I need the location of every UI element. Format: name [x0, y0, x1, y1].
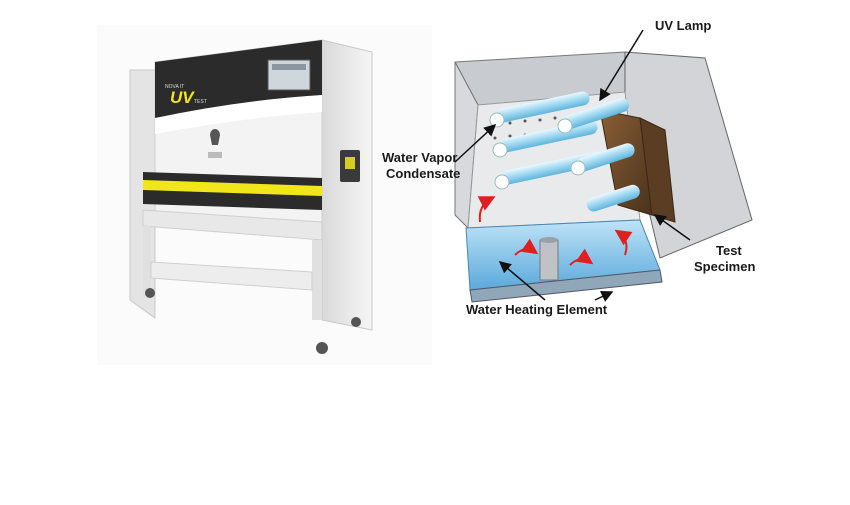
machine-side-wall	[321, 39, 373, 331]
side-indicator	[345, 157, 355, 169]
uv-lamp-tube	[501, 151, 605, 185]
uv-lamp-tube	[586, 184, 640, 212]
lamp-end-cap	[570, 160, 586, 176]
vapor-arrow	[614, 229, 633, 256]
handle-icon	[210, 129, 220, 145]
chamber-diagram	[454, 29, 753, 303]
lamp-end-cap	[494, 174, 510, 190]
caster-wheel	[145, 288, 155, 298]
caster-wheel	[351, 317, 361, 327]
vapor-arrow	[514, 238, 539, 256]
label-test-line1: Test	[716, 243, 742, 258]
test-specimen-panel	[639, 117, 676, 223]
lamp-end-cap	[492, 142, 508, 158]
lamp-end-cap	[557, 118, 573, 134]
uv-lamp-tubes	[489, 91, 640, 241]
brand-small-text: NOVA IT	[165, 84, 184, 90]
uv-lamp-tube	[576, 143, 635, 172]
handle-plate	[208, 152, 222, 158]
label-water-heating: Water Heating Element	[466, 302, 608, 317]
bottom-shelf	[150, 261, 313, 291]
vent-tube	[539, 239, 559, 281]
uv-test-machine: NOVA IT UV TEST	[97, 25, 432, 365]
leg-front-left	[143, 226, 151, 296]
water-pan-base	[469, 269, 663, 303]
label-water-vapor-line1: Water Vapor	[382, 150, 458, 165]
leg-front-right	[312, 240, 322, 320]
machine-yellow-stripe	[143, 180, 322, 196]
vapor-arrow	[569, 248, 594, 266]
control-screen-line	[272, 64, 306, 70]
callout-test-specimen	[653, 214, 691, 241]
caster-wheel	[316, 342, 328, 354]
label-test-line2: Specimen	[694, 259, 756, 274]
vent-tube-top	[540, 237, 558, 243]
uv-lamp-tube	[496, 91, 590, 123]
callout-heating-left	[498, 261, 546, 301]
vapor-arrow	[477, 196, 496, 223]
brand-uv-text: UV	[170, 88, 195, 107]
machine-lid	[155, 95, 322, 134]
label-uv-lamp: UV Lamp	[655, 18, 712, 33]
brand-suffix-text: TEST	[194, 99, 207, 105]
lamp-end-cap	[489, 112, 505, 128]
vapor-flow-arrows	[477, 196, 633, 266]
callout-uv-lamp	[599, 29, 644, 102]
callout-lines	[454, 29, 691, 302]
callout-heating-right	[594, 291, 614, 302]
callout-water-vapor	[454, 123, 497, 163]
uv-lamp-tube	[561, 98, 630, 130]
label-water-vapor-line2: Condensate	[386, 166, 461, 181]
